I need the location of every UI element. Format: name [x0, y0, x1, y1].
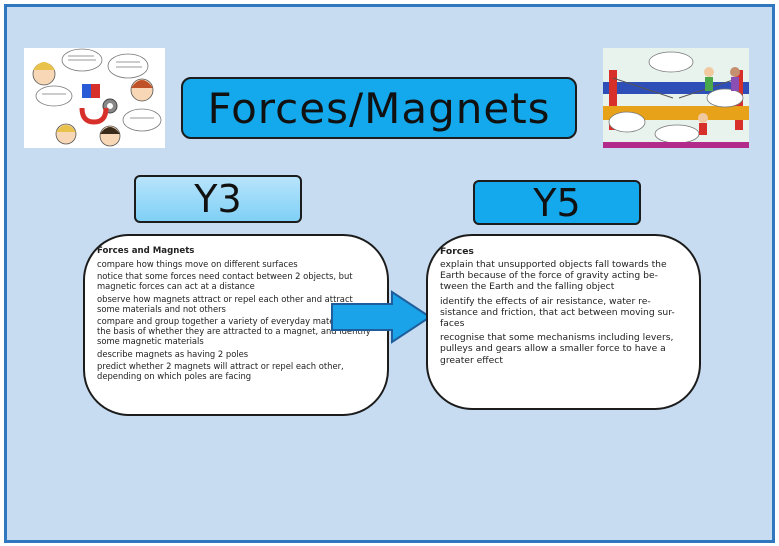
year-3-objective: notice that some forces need contact bet…: [97, 271, 353, 292]
page-title-box: Forces/Magnets: [181, 77, 577, 139]
bungee-trampoline-illustration: [603, 48, 749, 148]
year-5-objective: explain that unsupported objects fall to…: [440, 259, 667, 293]
magnets-illustration-svg: [24, 48, 165, 148]
year-3-label: Y3: [194, 177, 242, 221]
year-3-heading: Forces and Magnets: [97, 246, 195, 256]
year-3-objective: describe magnets as having 2 poles: [97, 348, 249, 359]
bungee-illustration-svg: [603, 48, 749, 148]
year-3-objective: compare and group together a variety of …: [97, 316, 371, 347]
year-3-objective: observe how magnets attract or repel eac…: [97, 293, 353, 314]
year-3-objective: predict whether 2 magnets will attract o…: [97, 360, 344, 382]
year-5-objective: recognise that some mechanisms including…: [440, 332, 674, 366]
page-title: Forces/Magnets: [207, 83, 551, 133]
progression-arrow-icon: [330, 290, 432, 348]
year-5-label: Y5: [533, 180, 581, 225]
year-5-objective: identify the effects of air resistance, …: [440, 295, 675, 330]
magnets-discussion-illustration: [24, 48, 165, 148]
year-3-objective: compare how things move on different sur…: [97, 259, 298, 269]
year-5-objectives-bubble: Forces explain that unsupported objects …: [426, 234, 701, 410]
year-5-label-box: Y5: [473, 180, 641, 225]
year-3-label-box: Y3: [134, 175, 302, 223]
year-5-heading: Forces: [440, 246, 474, 257]
